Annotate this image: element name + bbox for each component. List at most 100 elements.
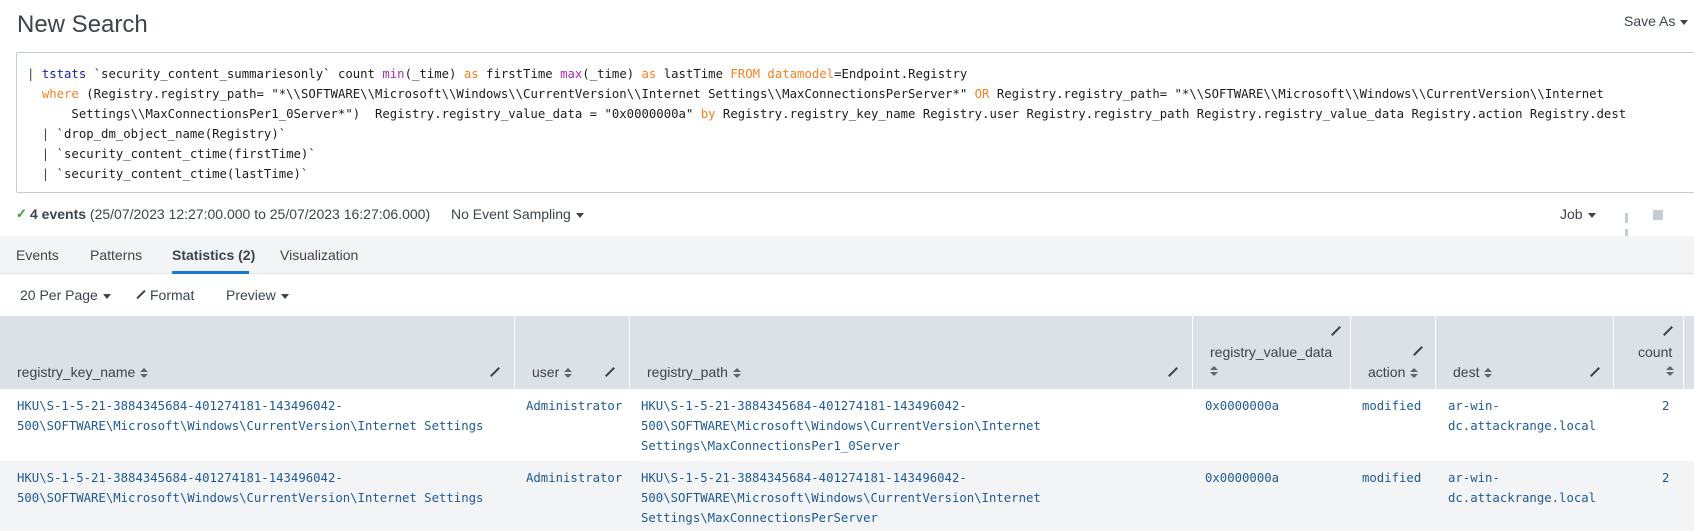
caret-down-icon [280, 293, 289, 299]
job-status-bar: ✓ 4 events (25/07/2023 12:27:00.000 to 2… [16, 205, 1694, 239]
pause-icon[interactable] [1625, 210, 1634, 239]
query-token [27, 87, 42, 101]
search-query-editor[interactable]: | tstats `security_content_summariesonly… [16, 52, 1694, 193]
query-token: Settings\\MaxConnectionsPer1_0Server*") … [27, 107, 701, 121]
query-token: `security_content_ctime(lastTime)` [56, 167, 309, 181]
cell-registry-key-name[interactable]: HKU\S-1-5-21-3884345684-401274181-143496… [17, 471, 484, 505]
query-token: FROM [730, 67, 761, 81]
column-label: registry_value_data [1210, 344, 1333, 360]
column-header-user[interactable]: user [515, 316, 630, 389]
page-title: New Search [17, 11, 148, 38]
column-header-registry-value-data[interactable]: registry_value_data [1193, 316, 1351, 389]
tab-events[interactable]: Events [16, 247, 59, 263]
pencil-icon [136, 290, 146, 300]
cell-count[interactable]: 2 [1662, 399, 1670, 413]
cell-count[interactable]: 2 [1662, 471, 1670, 485]
pencil-icon[interactable] [1412, 345, 1424, 357]
query-token: datamodel [767, 67, 835, 81]
column-label: count [1638, 344, 1673, 360]
query-token: max [560, 67, 583, 81]
query-token: lastTime [656, 67, 731, 81]
caret-down-icon [575, 212, 584, 218]
query-token: (_time) [404, 67, 464, 81]
sort-icon[interactable] [1210, 366, 1218, 377]
cell-dest[interactable]: ar-win- dc.attackrange.local [1448, 399, 1597, 433]
events-summary: 4 events (25/07/2023 12:27:00.000 to 25/… [30, 206, 430, 222]
event-sampling-dropdown[interactable]: No Event Sampling [451, 206, 584, 222]
cell-registry-path[interactable]: HKU\S-1-5-21-3884345684-401274181-143496… [641, 471, 1041, 525]
sort-icon[interactable] [1484, 367, 1493, 379]
tab-statistics[interactable]: Statistics (2) [172, 247, 256, 263]
pencil-icon[interactable] [1167, 366, 1179, 378]
sort-icon[interactable] [1666, 366, 1674, 377]
cell-action[interactable]: modified [1362, 471, 1422, 485]
query-token: as [463, 67, 479, 81]
cell-registry-path[interactable]: HKU\S-1-5-21-3884345684-401274181-143496… [641, 399, 1041, 453]
sort-icon[interactable] [732, 367, 741, 379]
column-header-registry-key-name[interactable]: registry_key_name [0, 316, 515, 389]
pencil-icon[interactable] [489, 366, 501, 378]
column-header-count[interactable]: count [1614, 316, 1684, 389]
query-token: `security_content_summariesonly` count [86, 67, 383, 81]
query-token: firstTime [478, 67, 561, 81]
sort-icon[interactable] [1410, 367, 1419, 379]
query-token: OR [974, 87, 990, 101]
column-label: registry_key_name [17, 364, 136, 380]
query-token: | [27, 127, 57, 141]
table-row: HKU\S-1-5-21-3884345684-401274181-143496… [0, 461, 1694, 531]
active-tab-indicator [172, 271, 249, 274]
cell-registry-key-name[interactable]: HKU\S-1-5-21-3884345684-401274181-143496… [17, 399, 484, 433]
query-token: | [27, 147, 57, 161]
job-menu-dropdown[interactable]: Job [1560, 206, 1596, 222]
event-sampling-label: No Event Sampling [451, 206, 571, 222]
search-query-text[interactable]: | tstats `security_content_summariesonly… [27, 64, 1626, 184]
query-token: tstats [41, 67, 87, 81]
table-header: registry_key_name user registry_path reg… [0, 316, 1694, 389]
query-token: where [41, 87, 79, 101]
format-label: Format [150, 287, 195, 303]
cell-user[interactable]: Administrator [526, 399, 623, 413]
save-as-label: Save As [1624, 13, 1676, 29]
column-header-dest[interactable]: dest [1436, 316, 1614, 389]
cell-dest[interactable]: ar-win- dc.attackrange.local [1448, 471, 1597, 505]
query-token: Registry.registry_path= "*\\SOFTWARE\\Mi… [989, 87, 1604, 101]
query-token: =Endpoint.Registry [834, 67, 968, 81]
column-header-registry-path[interactable]: registry_path [630, 316, 1193, 389]
column-label: registry_path [647, 364, 728, 380]
query-token: as [641, 67, 657, 81]
pencil-icon[interactable] [1330, 325, 1342, 337]
column-label: action [1368, 364, 1406, 380]
query-token: | [27, 67, 42, 81]
per-page-dropdown[interactable]: 20 Per Page [20, 287, 111, 303]
caret-down-icon [102, 293, 111, 299]
events-count: 4 events [30, 206, 87, 222]
job-label: Job [1560, 206, 1583, 222]
query-token: `drop_dm_object_name(Registry)` [56, 127, 287, 141]
sort-icon[interactable] [140, 367, 149, 379]
cell-registry-value-data[interactable]: 0x0000000a [1205, 471, 1280, 485]
save-as-dropdown[interactable]: Save As [1624, 13, 1689, 29]
query-token: `security_content_ctime(firstTime)` [56, 147, 316, 161]
cell-user[interactable]: Administrator [526, 471, 623, 485]
pencil-icon[interactable] [1589, 366, 1601, 378]
column-label: dest [1453, 364, 1480, 380]
preview-dropdown[interactable]: Preview [226, 287, 289, 303]
column-header-action[interactable]: action [1351, 316, 1436, 389]
pencil-icon[interactable] [604, 366, 616, 378]
format-button[interactable]: Format [136, 287, 194, 303]
query-token: min [382, 67, 405, 81]
check-icon: ✓ [16, 206, 27, 221]
pencil-icon[interactable] [1662, 325, 1674, 337]
query-token: by [700, 107, 716, 121]
query-token: (Registry.registry_path= "*\\SOFTWARE\\M… [78, 87, 975, 101]
tab-patterns[interactable]: Patterns [90, 247, 143, 263]
caret-down-icon [1680, 19, 1689, 25]
results-tabs: Events Patterns Statistics (2) Visualiza… [0, 236, 1694, 274]
stop-icon[interactable] [1653, 210, 1663, 220]
preview-label: Preview [226, 287, 276, 303]
events-time-range: (25/07/2023 12:27:00.000 to 25/07/2023 1… [86, 206, 431, 222]
cell-action[interactable]: modified [1362, 399, 1422, 413]
sort-icon[interactable] [564, 367, 573, 379]
cell-registry-value-data[interactable]: 0x0000000a [1205, 399, 1280, 413]
tab-visualization[interactable]: Visualization [280, 247, 359, 263]
